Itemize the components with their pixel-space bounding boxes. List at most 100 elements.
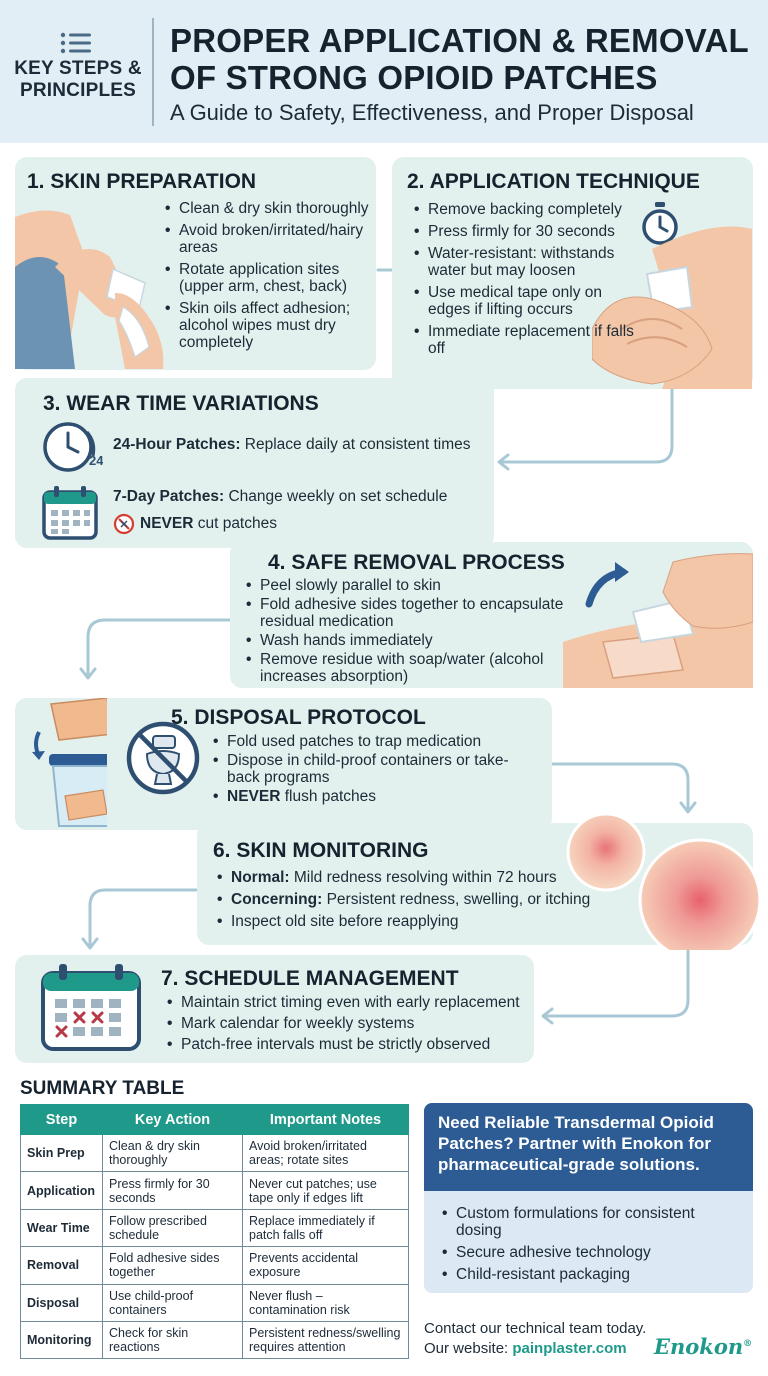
list-item: Inspect old site before reapplying bbox=[215, 913, 615, 930]
never-cut-line: NEVER cut patches bbox=[140, 515, 277, 532]
table-cell: Avoid broken/irritated areas; rotate sit… bbox=[242, 1133, 409, 1173]
arrow-3-to-4-head bbox=[79, 667, 97, 680]
arrow-7-head bbox=[541, 1007, 554, 1025]
card-schedule-management: 7. SCHEDULE MANAGEMENT Maintain strict t… bbox=[15, 955, 534, 1063]
list-item: Child-resistant packaging bbox=[440, 1266, 743, 1283]
table-row: Application Press firmly for 30 seconds … bbox=[20, 1171, 409, 1210]
card-safe-removal: 4. SAFE REMOVAL PROCESS Peel slowly para… bbox=[230, 542, 753, 688]
arrow-2-to-3 bbox=[498, 386, 674, 464]
page-title: PROPER APPLICATION & REMOVAL OF STRONG O… bbox=[170, 22, 749, 96]
arrow-5-to-6 bbox=[551, 762, 690, 812]
list-item: Maintain strict timing even with early r… bbox=[165, 994, 525, 1011]
list-item: Patch-free intervals must be strictly ob… bbox=[165, 1036, 525, 1053]
list-item: NEVER flush patches bbox=[211, 788, 541, 805]
patch-peeling-illustration bbox=[563, 553, 753, 688]
promo-heading: Need Reliable Transdermal Opioid Patches… bbox=[424, 1103, 753, 1191]
table-cell: Check for skin reactions bbox=[102, 1320, 243, 1360]
table-cell: Never cut patches; use tape only if edge… bbox=[242, 1171, 409, 1210]
list-item: Mark calendar for weekly systems bbox=[165, 1015, 525, 1032]
table-cell: Clean & dry skin thoroughly bbox=[102, 1133, 243, 1173]
table-cell: Disposal bbox=[20, 1283, 103, 1322]
table-cell: Use child-proof containers bbox=[102, 1283, 243, 1322]
list-item: Dispose in child-proof containers or tak… bbox=[211, 752, 541, 786]
bullet-list: Normal: Mild redness resolving within 72… bbox=[215, 869, 615, 935]
list-item: Immediate replacement if falls off bbox=[412, 323, 640, 357]
wear-24-hour-line: 24-Hour Patches: Replace daily at consis… bbox=[113, 436, 471, 453]
list-item: Normal: Mild redness resolving within 72… bbox=[215, 869, 615, 886]
skin-redness-illustration bbox=[566, 812, 762, 950]
card-application-technique: 2. APPLICATION TECHNIQUE Remove backing … bbox=[392, 157, 753, 389]
summary-table: Step Key Action Important Notes Skin Pre… bbox=[20, 1104, 409, 1360]
table-cell: Skin Prep bbox=[20, 1133, 103, 1173]
table-cell: Removal bbox=[20, 1246, 103, 1285]
list-item: Water-resistant: withstands water but ma… bbox=[412, 245, 640, 279]
header-banner: KEY STEPS & PRINCIPLES PROPER APPLICATIO… bbox=[0, 0, 768, 143]
list-item: Custom formulations for consistent dosin… bbox=[440, 1205, 743, 1239]
table-row: Removal Fold adhesive sides together Pre… bbox=[20, 1246, 409, 1285]
table-cell: Replace immediately if patch falls off bbox=[242, 1208, 409, 1248]
list-item: Remove residue with soap/water (alcohol … bbox=[244, 651, 564, 685]
card-title: 5. DISPOSAL PROTOCOL bbox=[171, 706, 426, 729]
bullet-list: Clean & dry skin thoroughly Avoid broken… bbox=[163, 200, 373, 356]
clock-24-icon: 24 bbox=[43, 422, 103, 472]
column-header: Important Notes bbox=[242, 1104, 409, 1135]
card-disposal: 5. DISPOSAL PROTOCOL Fold used patches t… bbox=[15, 698, 552, 830]
website-link[interactable]: painplaster.com bbox=[512, 1340, 627, 1357]
table-cell: Press firmly for 30 seconds bbox=[102, 1171, 243, 1210]
table-header-row: Step Key Action Important Notes bbox=[20, 1104, 409, 1135]
list-item: Secure adhesive technology bbox=[440, 1244, 743, 1261]
arrow-3-to-4 bbox=[86, 618, 234, 678]
no-cut-icon bbox=[113, 513, 135, 535]
card-title: 1. SKIN PREPARATION bbox=[27, 170, 257, 193]
card-wear-time: 3. WEAR TIME VARIATIONS 24 24-Hour Patch… bbox=[15, 378, 494, 548]
list-item: Wash hands immediately bbox=[244, 632, 564, 649]
card-title: 3. WEAR TIME VARIATIONS bbox=[43, 392, 319, 415]
calendar-icon bbox=[42, 486, 98, 540]
patch-application-illustration bbox=[592, 226, 752, 389]
arrow-6-to-7-head bbox=[81, 937, 99, 950]
table-cell: Wear Time bbox=[20, 1208, 103, 1248]
bullet-list: Fold used patches to trap medication Dis… bbox=[211, 733, 541, 810]
table-cell: Application bbox=[20, 1171, 103, 1210]
card-title: 6. SKIN MONITORING bbox=[213, 839, 429, 862]
card-title: 7. SCHEDULE MANAGEMENT bbox=[161, 967, 459, 990]
table-row: Wear Time Follow prescribed schedule Rep… bbox=[20, 1208, 409, 1248]
table-cell: Never flush – contamination risk bbox=[242, 1283, 409, 1322]
header-divider bbox=[152, 18, 154, 126]
bullet-list: Peel slowly parallel to skin Fold adhesi… bbox=[244, 577, 564, 687]
card-skin-preparation: 1. SKIN PREPARATION Clean & dry skin tho… bbox=[15, 157, 376, 370]
table-row: Monitoring Check for skin reactions Pers… bbox=[20, 1320, 409, 1360]
enokon-logo: Enokon® bbox=[654, 1334, 753, 1359]
list-item: Peel slowly parallel to skin bbox=[244, 577, 564, 594]
skin-wipe-illustration bbox=[15, 210, 164, 369]
bullet-list: Maintain strict timing even with early r… bbox=[165, 994, 525, 1057]
list-item: Fold adhesive sides together to encapsul… bbox=[244, 596, 564, 630]
list-icon bbox=[60, 32, 91, 54]
promo-bullet-list: Custom formulations for consistent dosin… bbox=[424, 1191, 753, 1283]
list-item: Use medical tape only on edges if liftin… bbox=[412, 284, 640, 318]
website-line: Our website: painplaster.com bbox=[424, 1340, 627, 1357]
list-item: Fold used patches to trap medication bbox=[211, 733, 541, 750]
table-row: Disposal Use child-proof containers Neve… bbox=[20, 1283, 409, 1322]
card-title: 2. APPLICATION TECHNIQUE bbox=[407, 170, 700, 193]
page-subtitle: A Guide to Safety, Effectiveness, and Pr… bbox=[170, 100, 694, 125]
svg-text:24: 24 bbox=[89, 453, 103, 468]
arrow-7-to-summary bbox=[542, 948, 690, 1018]
arrow-6-to-7 bbox=[88, 888, 198, 948]
summary-title: SUMMARY TABLE bbox=[20, 1078, 185, 1099]
list-item: Press firmly for 30 seconds bbox=[412, 223, 640, 240]
table-cell: Monitoring bbox=[20, 1320, 103, 1360]
list-item: Skin oils affect adhesion; alcohol wipes… bbox=[163, 300, 373, 351]
list-item: Clean & dry skin thoroughly bbox=[163, 200, 373, 217]
table-cell: Fold adhesive sides together bbox=[102, 1246, 243, 1285]
list-item: Remove backing completely bbox=[412, 201, 640, 218]
calendar-marked-icon bbox=[41, 964, 141, 1051]
column-header: Step bbox=[20, 1104, 103, 1135]
table-cell: Prevents accidental exposure bbox=[242, 1246, 409, 1285]
card-title: 4. SAFE REMOVAL PROCESS bbox=[268, 551, 565, 574]
table-cell: Persistent redness/swelling requires att… bbox=[242, 1320, 409, 1360]
column-header: Key Action bbox=[102, 1104, 243, 1135]
list-item: Rotate application sites (upper arm, che… bbox=[163, 261, 373, 295]
promo-box: Need Reliable Transdermal Opioid Patches… bbox=[424, 1103, 753, 1293]
list-item: Avoid broken/irritated/hairy areas bbox=[163, 222, 373, 256]
